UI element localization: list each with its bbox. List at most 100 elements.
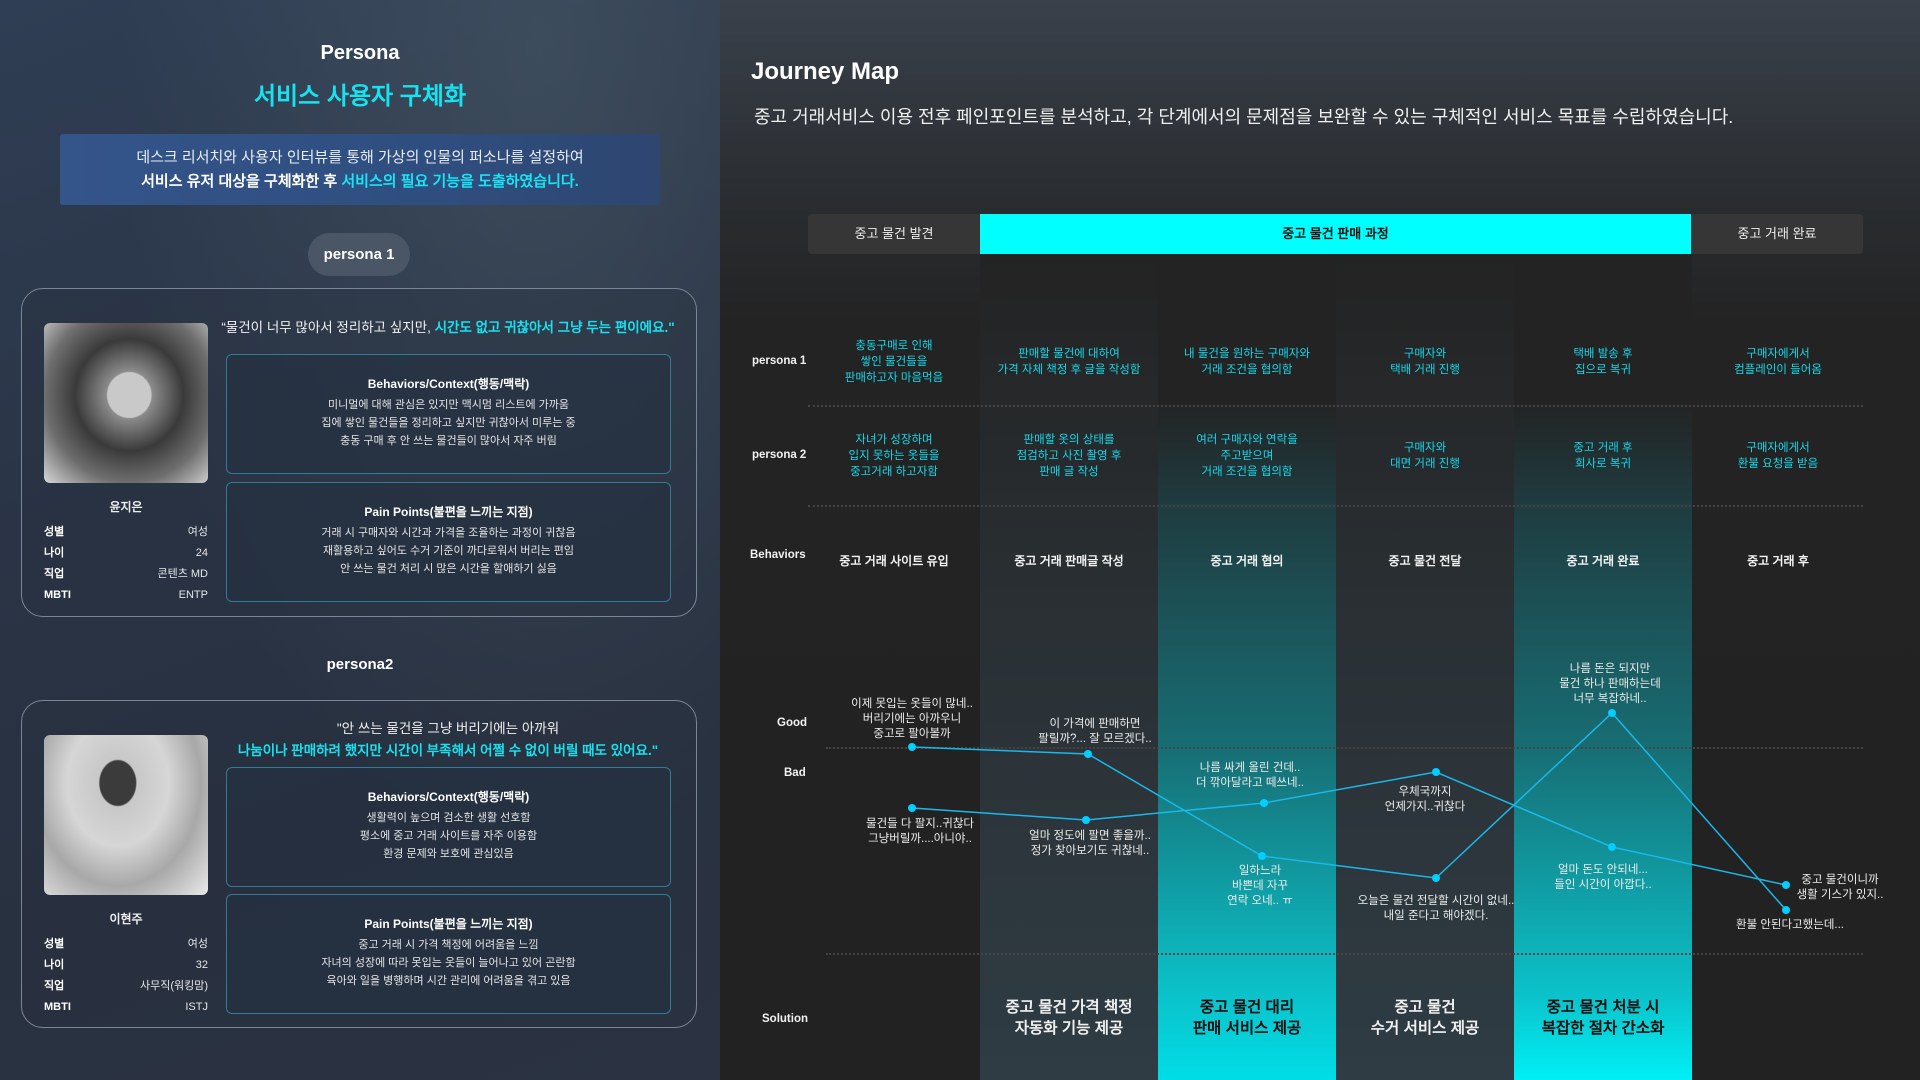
behavior-item: 평소에 중고 거래 사이트를 자주 이용함 xyxy=(359,830,538,842)
stat-row: 직업 콘텐츠 MD xyxy=(44,564,208,585)
stage-complete: 중고 거래 완료 xyxy=(1691,214,1863,254)
stat-key: 나이 xyxy=(44,959,65,971)
behavior-item: 미니멀에 대해 관심은 있지만 맥시멈 리스트에 가까움 xyxy=(328,399,569,411)
stage-discovery: 중고 물건 발견 xyxy=(808,214,980,254)
emotion-curve-chart xyxy=(908,709,1790,914)
row-label-behaviors: Behaviors xyxy=(750,549,806,561)
stat-key: 성별 xyxy=(44,526,65,538)
column-bg xyxy=(980,254,1158,1080)
journey-map-panel: Journey Map 중고 거래서비스 이용 전후 페인포인트를 분석하고, … xyxy=(720,0,1920,1080)
solution-item: 중고 물건 대리 판매 서비스 제공 xyxy=(1192,999,1302,1037)
emotion-note: 중고 물건이니까 생활 기스가 있지.. xyxy=(1796,874,1884,901)
row-label-persona1: persona 1 xyxy=(752,355,807,367)
behaviors-title: Behaviors/Context(행동/맥락) xyxy=(367,790,530,804)
persona-1-photo xyxy=(44,323,208,483)
behavior-item: 집에 쌓인 물건들을 정리하고 싶지만 귀찮아서 미루는 중 xyxy=(321,417,576,429)
stat-row: 나이 24 xyxy=(44,543,208,564)
row-label-good: Good xyxy=(777,717,808,729)
row-label-bad: Bad xyxy=(784,767,806,779)
stat-value: 24 xyxy=(195,547,208,559)
persona-1-pill: persona 1 xyxy=(308,233,410,276)
pain-item: 안 쓰는 물건 처리 시 많은 시간을 할애하기 싫음 xyxy=(340,563,557,575)
emotion-note: 일하느라 바쁜데 자꾸 연락 오네.. ㅠ xyxy=(1227,865,1293,907)
persona2-action: 구매자와 대면 거래 진행 xyxy=(1390,442,1460,470)
behavior-step: 중고 거래 판매글 작성 xyxy=(1014,554,1124,568)
intro-line-2: 서비스 유저 대상을 구체화한 후 xyxy=(141,173,342,190)
pain-points-box: Pain Points(불편을 느끼는 지점) 거래 시 구매자와 시간과 가격… xyxy=(226,482,671,602)
stat-value: ENTP xyxy=(178,589,208,601)
persona-intro: 데스크 리서치와 사용자 인터뷰를 통해 가상의 인물의 퍼소나를 설정하여 서… xyxy=(60,134,660,205)
persona1-action: 판매할 물건에 대하여 가격 자체 책정 후 글을 작성함 xyxy=(997,348,1141,376)
stat-key: 직업 xyxy=(44,568,65,580)
persona2-action: 판매할 옷의 상태를 점검하고 사진 촬영 후 판매 글 작성 xyxy=(1016,434,1122,478)
emotion-note: 이제 못입는 옷들이 많네.. 버리기에는 아까우니 중고로 팔아볼까 xyxy=(851,698,973,740)
behaviors-box: Behaviors/Context(행동/맥락) 생활력이 높으며 검소한 생활… xyxy=(226,767,671,887)
behavior-step: 중고 거래 완료 xyxy=(1566,554,1640,568)
emotion-note: 얼마 정도에 팔면 좋을까.. 정가 찾아보기도 귀찮네.. xyxy=(1029,830,1151,857)
emotion-note: 얼마 돈도 안되네... 들인 시간이 아깝다.. xyxy=(1554,864,1652,891)
stat-key: 나이 xyxy=(44,547,65,559)
persona-panel: Persona 서비스 사용자 구체화 데스크 리서치와 사용자 인터뷰를 통해… xyxy=(0,0,720,1080)
row-divider xyxy=(808,505,1863,507)
solution-item: 중고 물건 가격 책정 자동화 기능 제공 xyxy=(1005,999,1133,1037)
pain-item: 육아와 일을 병행하며 시간 관리에 어려움을 겪고 있음 xyxy=(326,975,571,987)
pain-item: 재활용하고 싶어도 수거 기준이 까다로워서 버리는 편임 xyxy=(322,545,575,557)
intro-highlight: 서비스의 필요 기능을 도출하였습니다. xyxy=(341,173,579,190)
emotion-note: 물건들 다 팔지..귀찮다 그냥버릴까....아니야.. xyxy=(866,818,974,845)
behavior-item: 생활력이 높으며 검소한 생활 선호함 xyxy=(366,812,531,824)
solution-item: 중고 물건 수거 서비스 제공 xyxy=(1370,999,1480,1037)
emotion-note: 오늘은 물건 전달할 시간이 없네.. 내일 준다고 해야겠다. xyxy=(1357,895,1515,922)
pain-item: 자녀의 성장에 따라 못입는 옷들이 늘어나고 있어 곤란함 xyxy=(321,957,576,969)
persona1-action: 택배 발송 후 집으로 복귀 xyxy=(1573,348,1633,376)
persona1-action: 구매자와 택배 거래 진행 xyxy=(1390,348,1460,376)
stage-selling: 중고 물건 판매 과정 xyxy=(980,214,1691,254)
stage-bar: 중고 물건 발견 중고 물건 판매 과정 중고 거래 완료 xyxy=(808,214,1863,254)
row-label-persona2: persona 2 xyxy=(752,449,807,461)
persona-name: 이현주 xyxy=(109,912,143,926)
quote-highlight: 나눔이나 판매하려 했지만 시간이 부족해서 어쩔 수 없이 버릴 때도 있어요… xyxy=(237,743,659,758)
row-label-solution: Solution xyxy=(762,1013,808,1025)
persona2-action: 자녀가 성장하며 입지 못하는 옷들을 중고거래 하고자함 xyxy=(848,434,940,478)
behavior-item: 환경 문제와 보호에 관심있음 xyxy=(383,848,514,860)
behaviors-box: Behaviors/Context(행동/맥락) 미니멀에 대해 관심은 있지만… xyxy=(226,354,671,474)
quote-highlight: 시간도 없고 귀찮아서 그냥 두는 편이에요." xyxy=(434,320,675,335)
journey-map-title: Journey Map xyxy=(751,58,900,85)
row-divider xyxy=(808,405,1863,407)
pain-title: Pain Points(불편을 느끼는 지점) xyxy=(364,505,533,519)
pain-item: 거래 시 구매자와 시간과 가격을 조율하는 과정이 귀찮음 xyxy=(321,527,576,539)
pain-item: 중고 거래 시 가격 책정에 어려움을 느낌 xyxy=(358,939,539,951)
persona-2-label: persona2 xyxy=(326,656,394,673)
stat-value: 콘텐츠 MD xyxy=(157,568,208,580)
pain-points-box: Pain Points(불편을 느끼는 지점) 중고 거래 시 가격 책정에 어… xyxy=(226,894,671,1014)
persona-2-photo xyxy=(44,735,208,895)
row-divider xyxy=(826,953,1863,955)
emotion-line-b xyxy=(911,771,1787,886)
persona1-action: 구매자에게서 컴플레인이 들어옴 xyxy=(1734,348,1822,376)
persona-quote: "안 쓰는 물건을 그냥 버리기에는 아까워 나눔이나 판매하려 했지만 시간이… xyxy=(208,718,688,762)
behavior-step: 중고 물건 전달 xyxy=(1388,554,1462,568)
column-bg xyxy=(1158,254,1336,1080)
stat-value: 32 xyxy=(195,959,208,971)
stat-value: ISTJ xyxy=(185,1001,208,1013)
quote-text: “물건이 너무 많아서 정리하고 싶지만, xyxy=(221,320,435,335)
stat-row: 성별 여성 xyxy=(44,522,208,543)
journey-map-description: 중고 거래서비스 이용 전후 페인포인트를 분석하고, 각 단계에서의 문제점을… xyxy=(754,107,1734,127)
behavior-item: 충동 구매 후 안 쓰는 물건들이 많아서 자주 버림 xyxy=(340,435,557,447)
solution-item: 중고 물건 처분 시 복잡한 절차 간소화 xyxy=(1541,999,1665,1037)
emotion-note: 우체국까지 언제가지..귀찮다 xyxy=(1384,786,1466,813)
emotion-note: 나름 돈은 되지만 물건 하나 판매하는데 너무 복잡하네.. xyxy=(1559,663,1661,705)
stat-value: 여성 xyxy=(187,938,208,950)
pain-title: Pain Points(불편을 느끼는 지점) xyxy=(364,917,533,931)
intro-line-1: 데스크 리서치와 사용자 인터뷰를 통해 가상의 인물의 퍼소나를 설정하여 xyxy=(136,149,584,166)
stat-value: 사무직(워킹맘) xyxy=(139,980,208,992)
emotion-line-a xyxy=(911,711,1787,911)
behavior-step: 중고 거래 후 xyxy=(1747,554,1809,568)
persona-title: Persona xyxy=(320,42,400,64)
stat-value: 여성 xyxy=(187,526,208,538)
